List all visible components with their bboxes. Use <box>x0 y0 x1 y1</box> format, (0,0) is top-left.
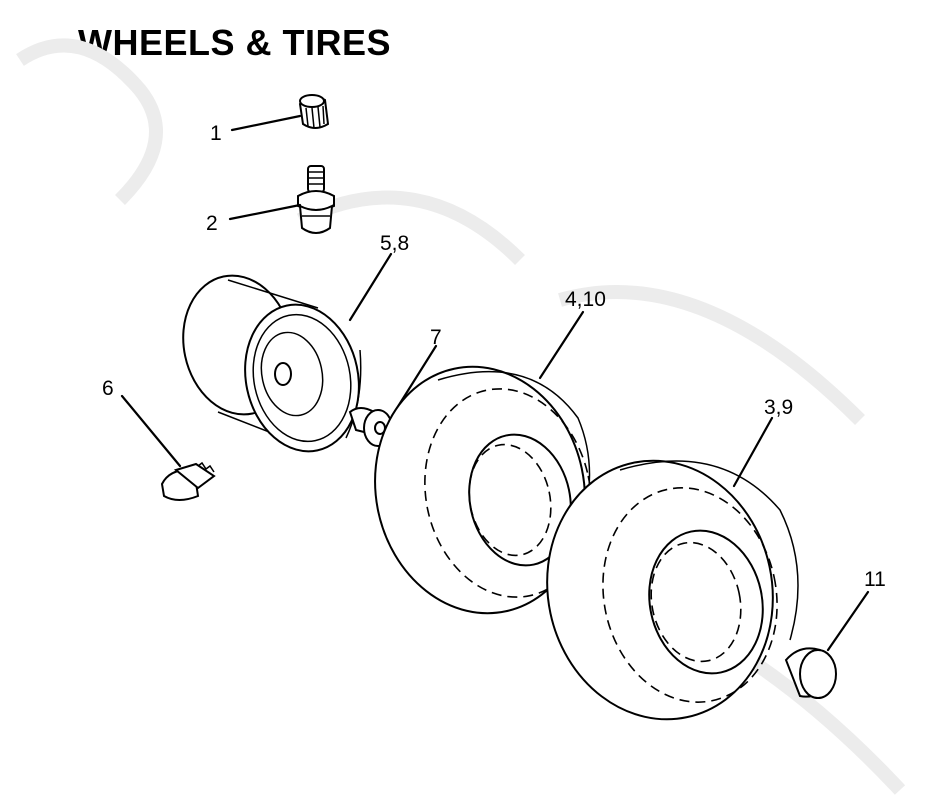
leader-line-2 <box>228 203 302 221</box>
leader-line-5-8 <box>348 252 393 322</box>
callout-7: 7 <box>430 326 442 349</box>
leader-line-4-10 <box>538 310 585 380</box>
leader-line-1 <box>230 114 302 132</box>
callout-4-10: 4,10 <box>565 288 606 311</box>
valve-stem <box>297 165 335 234</box>
leader-line-3-9 <box>732 416 774 488</box>
leader-line-11 <box>826 590 870 652</box>
callout-11: 11 <box>864 568 886 591</box>
tire-front <box>374 365 592 615</box>
rim <box>182 274 362 453</box>
grease-fitting <box>160 461 216 501</box>
hub-cap <box>784 647 837 699</box>
callout-3-9: 3,9 <box>764 396 793 419</box>
leader-line-6 <box>120 394 182 468</box>
callout-1: 1 <box>210 122 222 145</box>
callout-2: 2 <box>206 212 218 235</box>
page-title: WHEELS & TIRES <box>78 22 392 63</box>
tire-rear <box>546 459 799 721</box>
callout-6: 6 <box>102 377 114 400</box>
callout-5-8: 5,8 <box>380 232 409 255</box>
valve-cap <box>298 94 330 129</box>
